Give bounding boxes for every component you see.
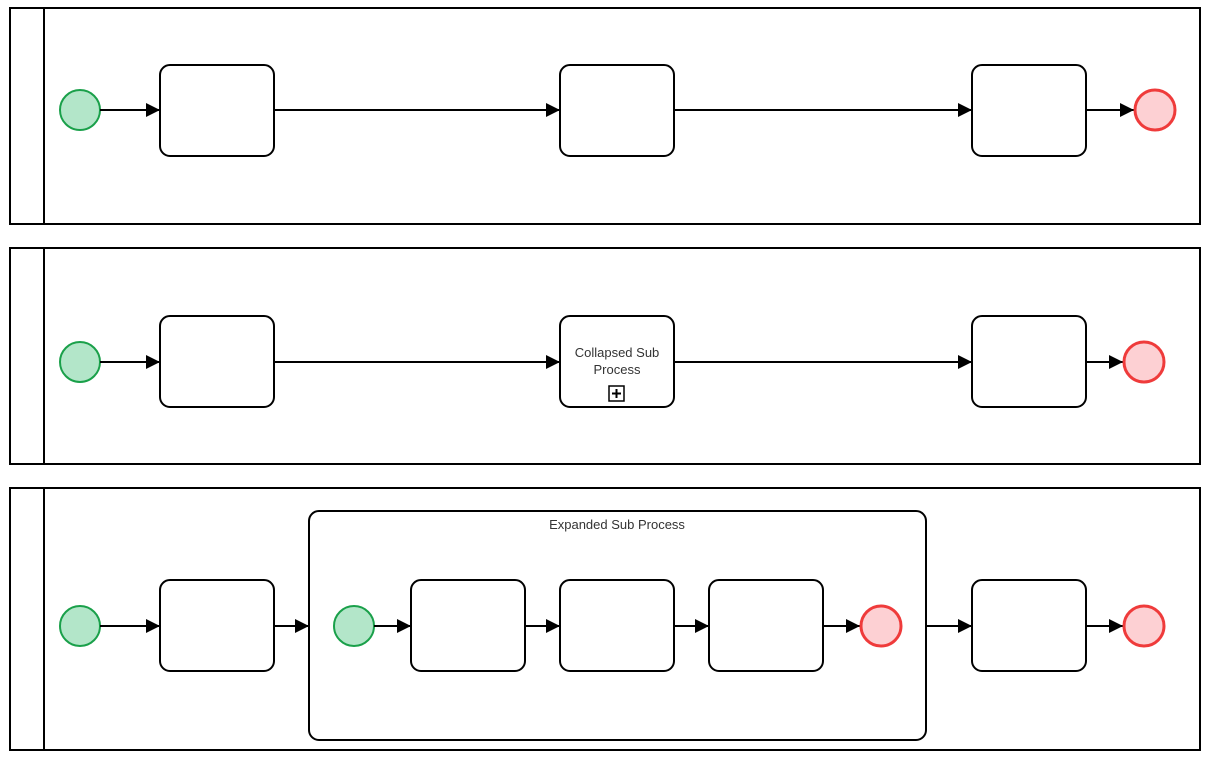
task[interactable] [159, 64, 275, 157]
end-event[interactable] [1122, 340, 1166, 384]
expanded-subprocess-label: Expanded Sub Process [549, 517, 685, 532]
plus-square-icon[interactable] [608, 385, 625, 402]
inner-task[interactable] [410, 579, 526, 672]
task[interactable] [971, 315, 1087, 408]
expanded-subprocess[interactable]: Expanded Sub Process [308, 510, 927, 741]
inner-task[interactable] [559, 579, 675, 672]
start-event[interactable] [59, 605, 101, 647]
start-event[interactable] [59, 89, 101, 131]
pool-2[interactable]: Collapsed Sub Process [9, 247, 1201, 465]
pool-3[interactable]: Expanded Sub Process [9, 487, 1201, 751]
end-event[interactable] [1133, 88, 1177, 132]
task[interactable] [159, 315, 275, 408]
task[interactable] [971, 579, 1087, 672]
collapsed-subprocess-label-line2: Process [594, 362, 641, 377]
start-event[interactable] [59, 341, 101, 383]
task[interactable] [971, 64, 1087, 157]
end-event[interactable] [1122, 604, 1166, 648]
pool-1[interactable] [9, 7, 1201, 225]
inner-end-event[interactable] [859, 604, 903, 648]
inner-task[interactable] [708, 579, 824, 672]
collapsed-subprocess[interactable]: Collapsed Sub Process [559, 315, 675, 408]
inner-start-event[interactable] [333, 605, 375, 647]
collapsed-subprocess-label-line1: Collapsed Sub [575, 345, 660, 360]
task[interactable] [159, 579, 275, 672]
task[interactable] [559, 64, 675, 157]
